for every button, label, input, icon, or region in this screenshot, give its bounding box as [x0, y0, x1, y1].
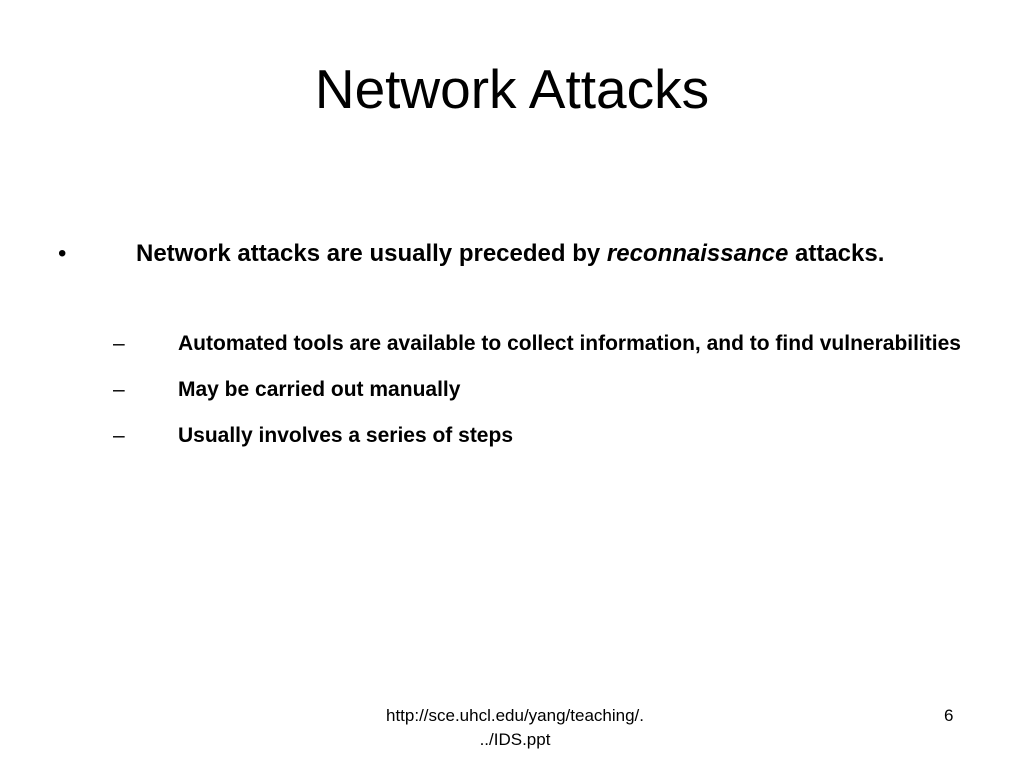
footer-line-2: ../IDS.ppt — [479, 730, 551, 749]
sub-bullet-marker: – — [113, 424, 125, 447]
page-number: 6 — [944, 706, 954, 725]
sub-bullet: – Usually involves a series of steps — [113, 416, 973, 456]
main-bullet-text-before: Network attacks are usually preceded by — [136, 240, 607, 267]
main-bullet: • Network attacks are usually preceded b… — [58, 232, 938, 276]
slide-title: Network Attacks — [314, 58, 710, 120]
sub-bullet: – Automated tools are available to colle… — [113, 324, 973, 364]
sub-bullet: – May be carried out manually — [113, 370, 973, 410]
sub-bullet-marker: – — [113, 332, 125, 355]
bullet-marker: • — [58, 240, 67, 267]
sub-bullet-marker: – — [113, 378, 125, 401]
main-bullet-emphasis: reconnaissance — [606, 240, 789, 267]
slide-footer-source: http://sce.uhcl.edu/yang/teaching/. ../I… — [340, 704, 690, 752]
footer-line-1: http://sce.uhcl.edu/yang/teaching/. — [385, 706, 644, 725]
sub-bullet-text: May be carried out manually — [178, 378, 461, 401]
main-bullet-text: Network attacks are usually preceded by … — [136, 232, 938, 276]
main-bullet-text-after: attacks. — [788, 240, 885, 267]
sub-bullet-text: Automated tools are available to collect… — [178, 332, 961, 355]
sub-bullet-text: Usually involves a series of steps — [178, 424, 513, 447]
sub-bullet-list: – Automated tools are available to colle… — [113, 324, 973, 462]
